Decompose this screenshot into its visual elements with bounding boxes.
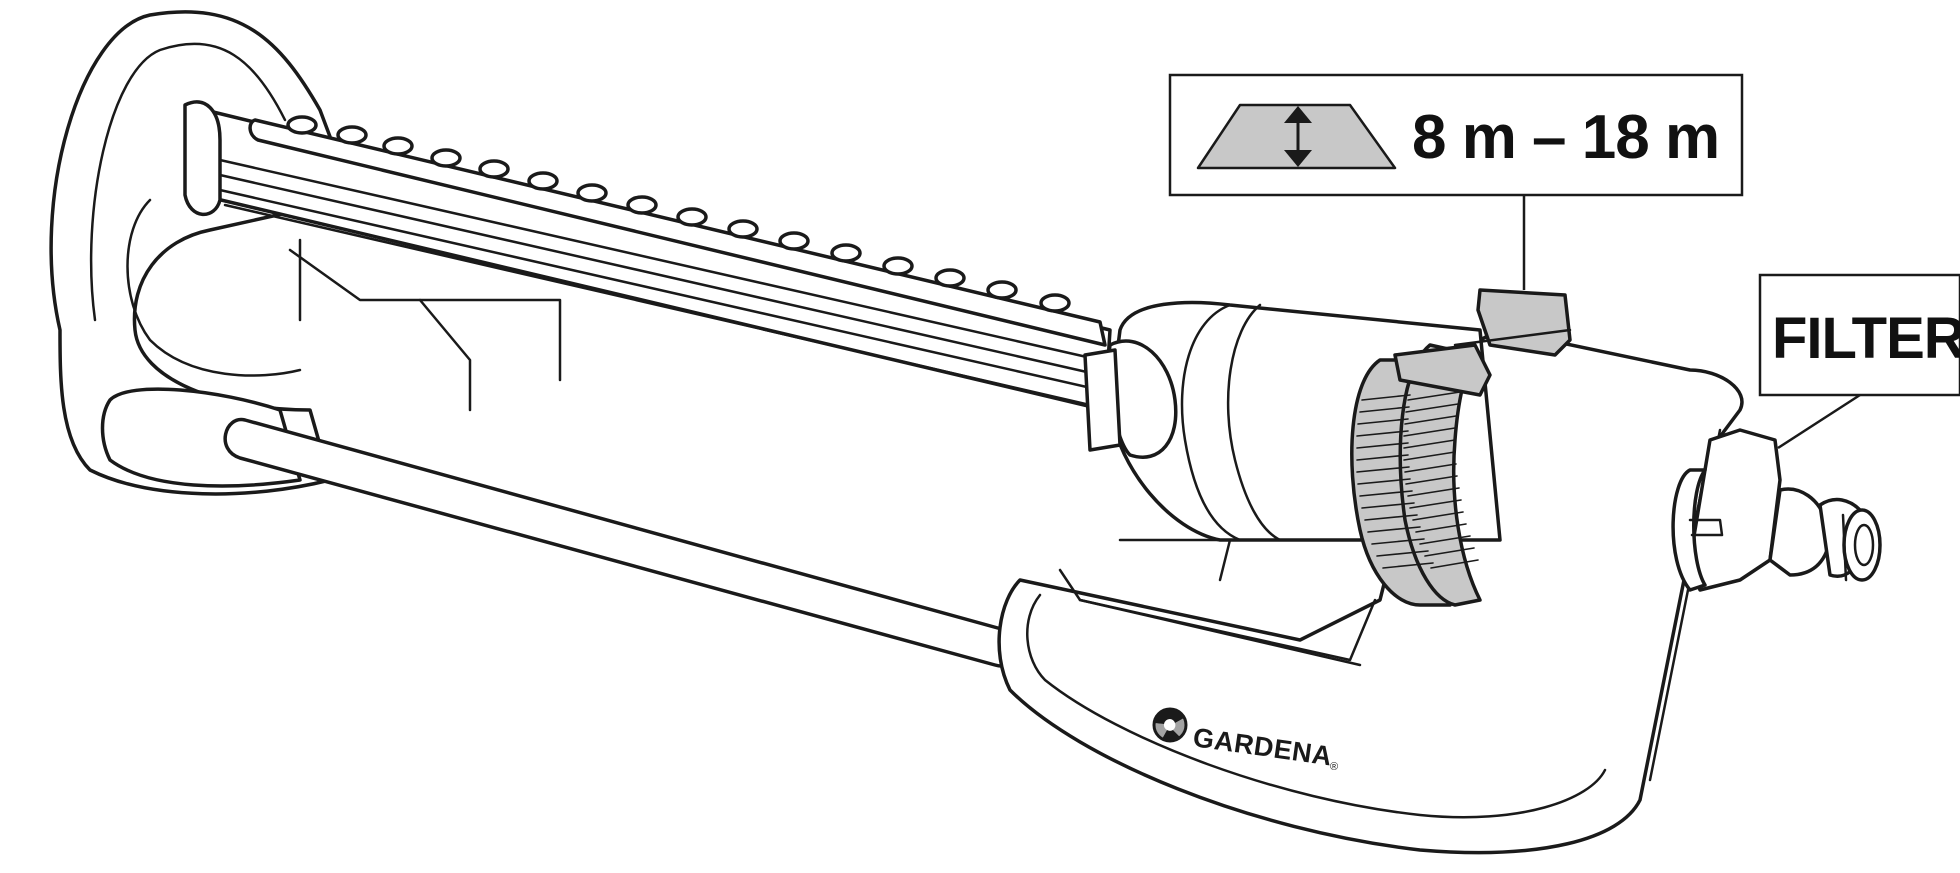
base-tube: [223, 417, 1022, 668]
spray-width-trapezoid-icon: [1196, 103, 1397, 170]
adjustment-collar: [1350, 288, 1572, 607]
filter-leader-line: [1777, 393, 1861, 450]
filter-callout: FILTER: [1758, 273, 1960, 450]
nozzle-bar: [183, 100, 1112, 412]
filter-label: FILTER: [1772, 306, 1960, 371]
range-label: 8 m – 18 m: [1412, 103, 1719, 172]
gardena-logo-icon: [1152, 707, 1188, 743]
nozzle-row: [286, 115, 1071, 313]
range-callout: 8 m – 18 m: [1168, 73, 1744, 290]
brand-mark: ®: [1330, 761, 1339, 773]
hose-connector: [1671, 428, 1882, 592]
